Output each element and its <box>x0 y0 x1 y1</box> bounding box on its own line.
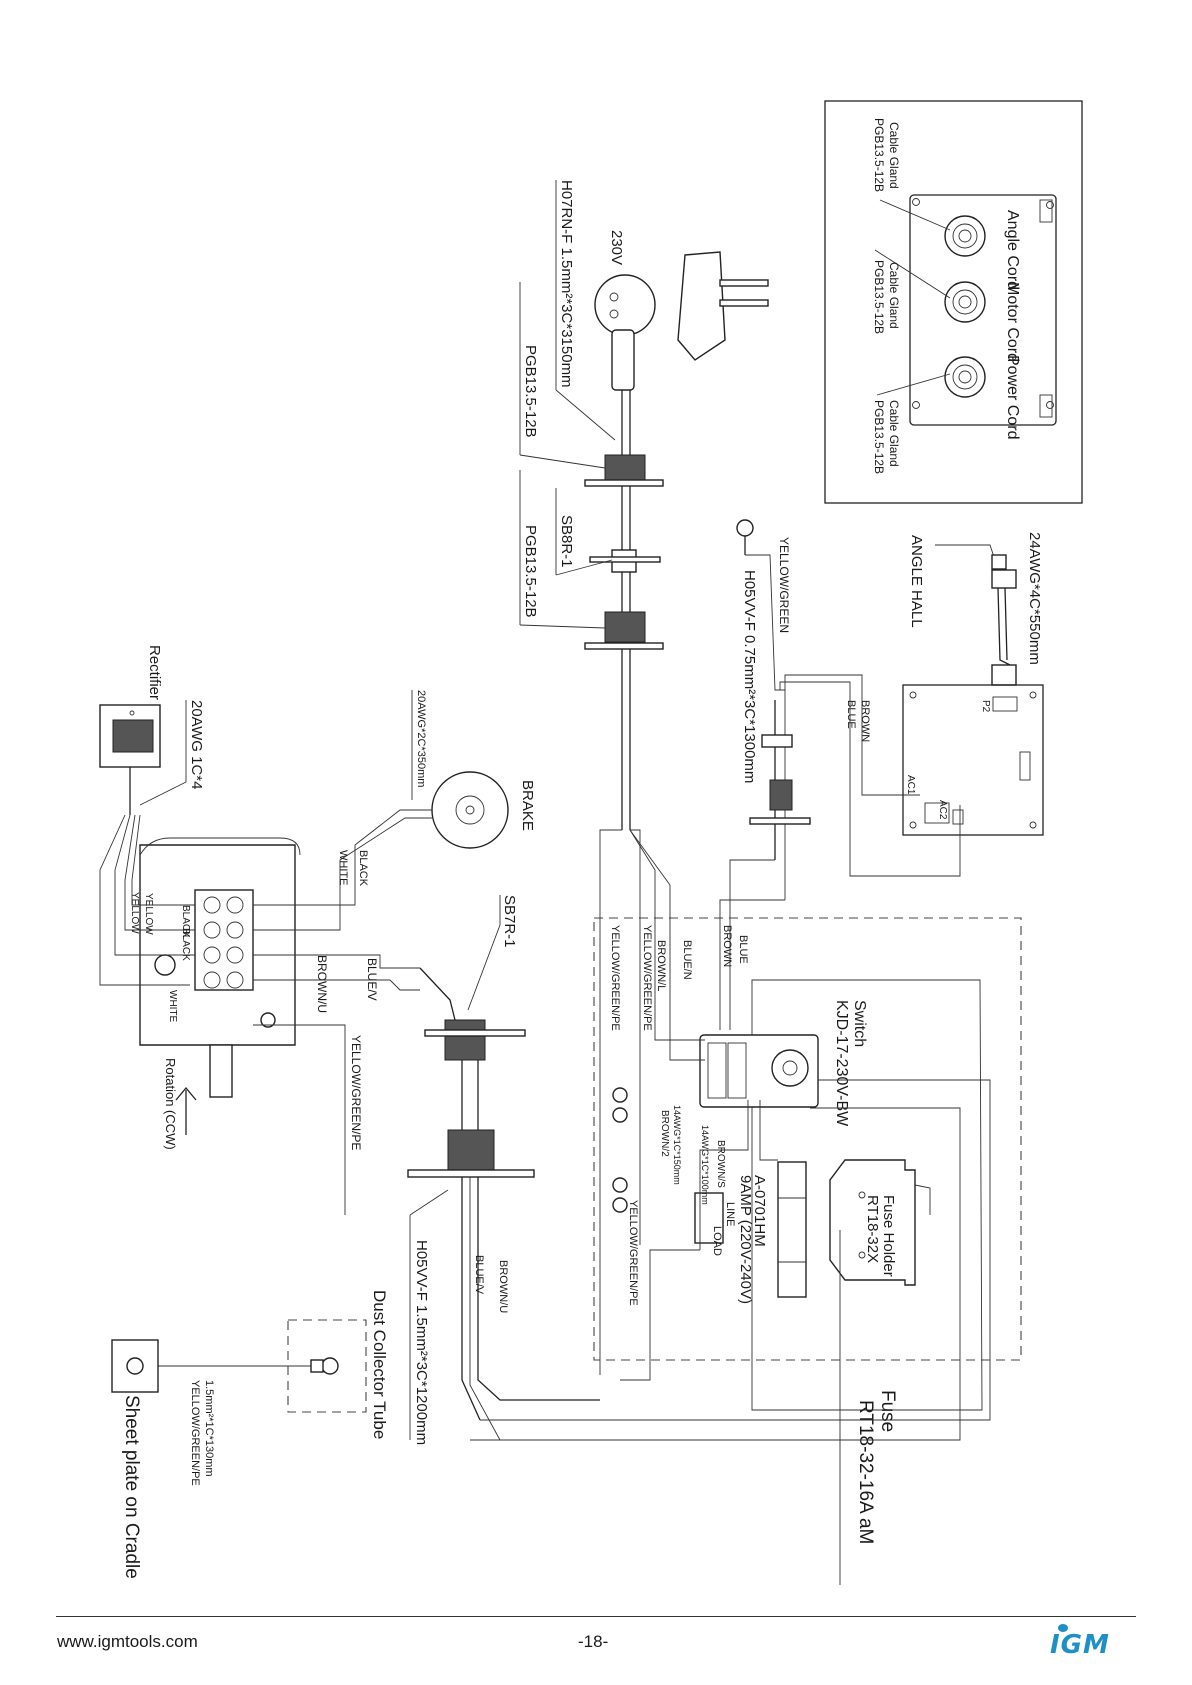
power-cable-label: H07RN-F 1.5mm²*3C*3150mm <box>558 180 575 388</box>
awg14-b-label: 14AWG*1C*150mm <box>672 1105 682 1185</box>
fuse-holder-label: Fuse Holder <box>880 1195 897 1277</box>
page-number: -18- <box>578 1632 609 1651</box>
term-black-2: BLACK <box>180 928 191 961</box>
sheet-plate-ground <box>111 1339 159 1393</box>
yg-pe-label-2: YELLOW/GREEN/PE <box>609 925 621 1031</box>
footer-rule <box>56 1616 1136 1617</box>
motor-cable-gland <box>407 1019 535 1178</box>
rectifier <box>99 704 161 815</box>
angle-cord-label: Angle Cord <box>1004 210 1021 290</box>
ground-terminal-top <box>736 519 754 555</box>
yellow-label: YELLOW <box>129 892 140 934</box>
power-cord-gland <box>944 356 986 398</box>
ac1-label: AC1 <box>905 775 916 795</box>
igm-logo: IGM <box>1050 1624 1130 1660</box>
fuse-model: RT18-32-16A aM <box>855 1400 876 1544</box>
volt-label: 230V <box>608 230 625 265</box>
cable-gland-upper <box>584 454 664 487</box>
brown-u-label: BROWN/U <box>315 955 329 1013</box>
motor-cord-gland <box>944 281 986 323</box>
motor-cable-label: H05VV-F 1.5mm²*3C*1200mm <box>413 1240 430 1445</box>
sb7r-label: SB7R-1 <box>501 895 518 948</box>
sheet-plate-label: Sheet plate on Cradle <box>121 1395 142 1579</box>
brown-s-label: BROWN/S <box>715 1140 726 1188</box>
awg14-a-label: 14AWG*1C*100mm <box>700 1125 710 1205</box>
rectifier-label: Rectifier <box>146 645 163 700</box>
yg-pe-label-1: YELLOW/GREEN/PE <box>641 925 653 1031</box>
switch-model: KJD-17-230V-BW <box>833 1000 850 1127</box>
angle-hall-label: ANGLE HALL <box>908 535 925 628</box>
power-cord-label: Power Cord <box>1004 355 1021 439</box>
breaker-model: A-0701HM <box>751 1175 768 1247</box>
power-plug <box>594 251 769 391</box>
angle-cord-gland <box>944 215 986 257</box>
blue-n-label: BLUE/N <box>681 940 693 980</box>
term-yellow: YELLOW <box>143 893 154 935</box>
gland-model-3: PGB13.5-12B <box>872 400 886 474</box>
p2-label: P2 <box>980 700 991 713</box>
h05-cable-label: H05VV-F 0.75mm²*3C*1300mm <box>741 570 758 783</box>
gland-model-2: PGB13.5-12B <box>872 260 886 334</box>
motor-cord-label: Motor Cord <box>1004 282 1021 362</box>
yg-pe-label-3: YELLOW/GREEN/PE <box>627 1200 639 1306</box>
dust-collector-terminal <box>310 1357 339 1375</box>
fuse-holder <box>829 1159 931 1286</box>
control-pcb <box>902 684 1044 836</box>
gland-model-1: PGB13.5-12B <box>872 118 886 192</box>
gland-label-2: Cable Gland <box>887 262 901 329</box>
awg-hall-label: 24AWG*4C*550mm <box>1026 532 1043 665</box>
switch <box>699 979 983 1411</box>
brown-u-label-2: BROWN/U <box>497 1260 509 1313</box>
gland-label-1: Cable Gland <box>887 122 901 189</box>
fuse-label: Fuse <box>877 1390 898 1432</box>
brake-label: BRAKE <box>519 780 536 831</box>
line-label: LINE <box>724 1202 736 1226</box>
term-black-1: BLACK <box>180 905 191 938</box>
logo-text: IGM <box>1050 1630 1110 1660</box>
awg-brake-label: 20AWG*2C*350mm <box>415 690 427 787</box>
ground-symbol-1 <box>612 1087 628 1123</box>
blue-v-label-2: BLUE/V <box>473 1255 485 1295</box>
ground-colour-label: YELLOW/GREEN/PE <box>189 1380 201 1486</box>
brown-wire-label: BROWN <box>721 925 733 967</box>
blue-v-label: BLUE/V <box>365 958 379 1001</box>
ground-cable-label: 1.5mm²*1C*130mm <box>203 1380 215 1477</box>
blue-label-pcb: BLUE <box>845 700 857 729</box>
cable-gland-panel: Angle Cord Motor Cord Power Cord Cable G… <box>824 100 1083 504</box>
logo-dot-icon <box>1058 1624 1068 1632</box>
ac2-label: AC2 <box>937 800 948 820</box>
pgb-lower-label: PGB13.5-12B <box>522 525 539 618</box>
yellow-green-pe-label: YELLOW/GREEN/PE <box>349 1035 363 1150</box>
rotation-arrow <box>175 1086 197 1135</box>
motor-terminal-box <box>139 837 301 1098</box>
gland-label-3: Cable Gland <box>887 400 901 467</box>
strain-relief-sb8r <box>589 549 661 573</box>
brown-l-label: BROWN/L <box>655 940 667 991</box>
awg-rect-label: 20AWG 1C*4 <box>188 700 205 789</box>
rotation-label: Rotation (CCW) <box>163 1058 178 1150</box>
cable-gland-lower <box>584 611 664 650</box>
dust-collector-label: Dust Collector Tube <box>370 1290 389 1439</box>
brown-2-label: BROWN/2 <box>659 1110 670 1157</box>
black-label: BLACK <box>357 850 369 887</box>
fuse-holder-model: RT18-32X <box>864 1195 881 1263</box>
brown-label-pcb: BROWN <box>859 700 871 742</box>
blue-wire-label: BLUE <box>737 935 749 964</box>
switch-title: Switch <box>851 1000 868 1047</box>
brake <box>431 771 509 849</box>
pgb-upper-label: PGB13.5-12B <box>522 345 539 438</box>
page-footer: www.igmtools.com -18- IGM <box>0 1600 1192 1660</box>
sb8r-label: SB8R-1 <box>558 515 575 568</box>
footer-url[interactable]: www.igmtools.com <box>57 1632 198 1651</box>
control-box-outline <box>593 917 1022 1361</box>
white-term-label: WHITE <box>167 990 178 1023</box>
yellow-green-label: YELLOW/GREEN <box>777 537 791 633</box>
breaker-rating: 9AMP (220V-240V) <box>737 1175 754 1304</box>
load-label: LOAD <box>711 1226 723 1256</box>
ground-symbol-2 <box>612 1177 628 1213</box>
white-label: WHITE <box>337 850 349 885</box>
